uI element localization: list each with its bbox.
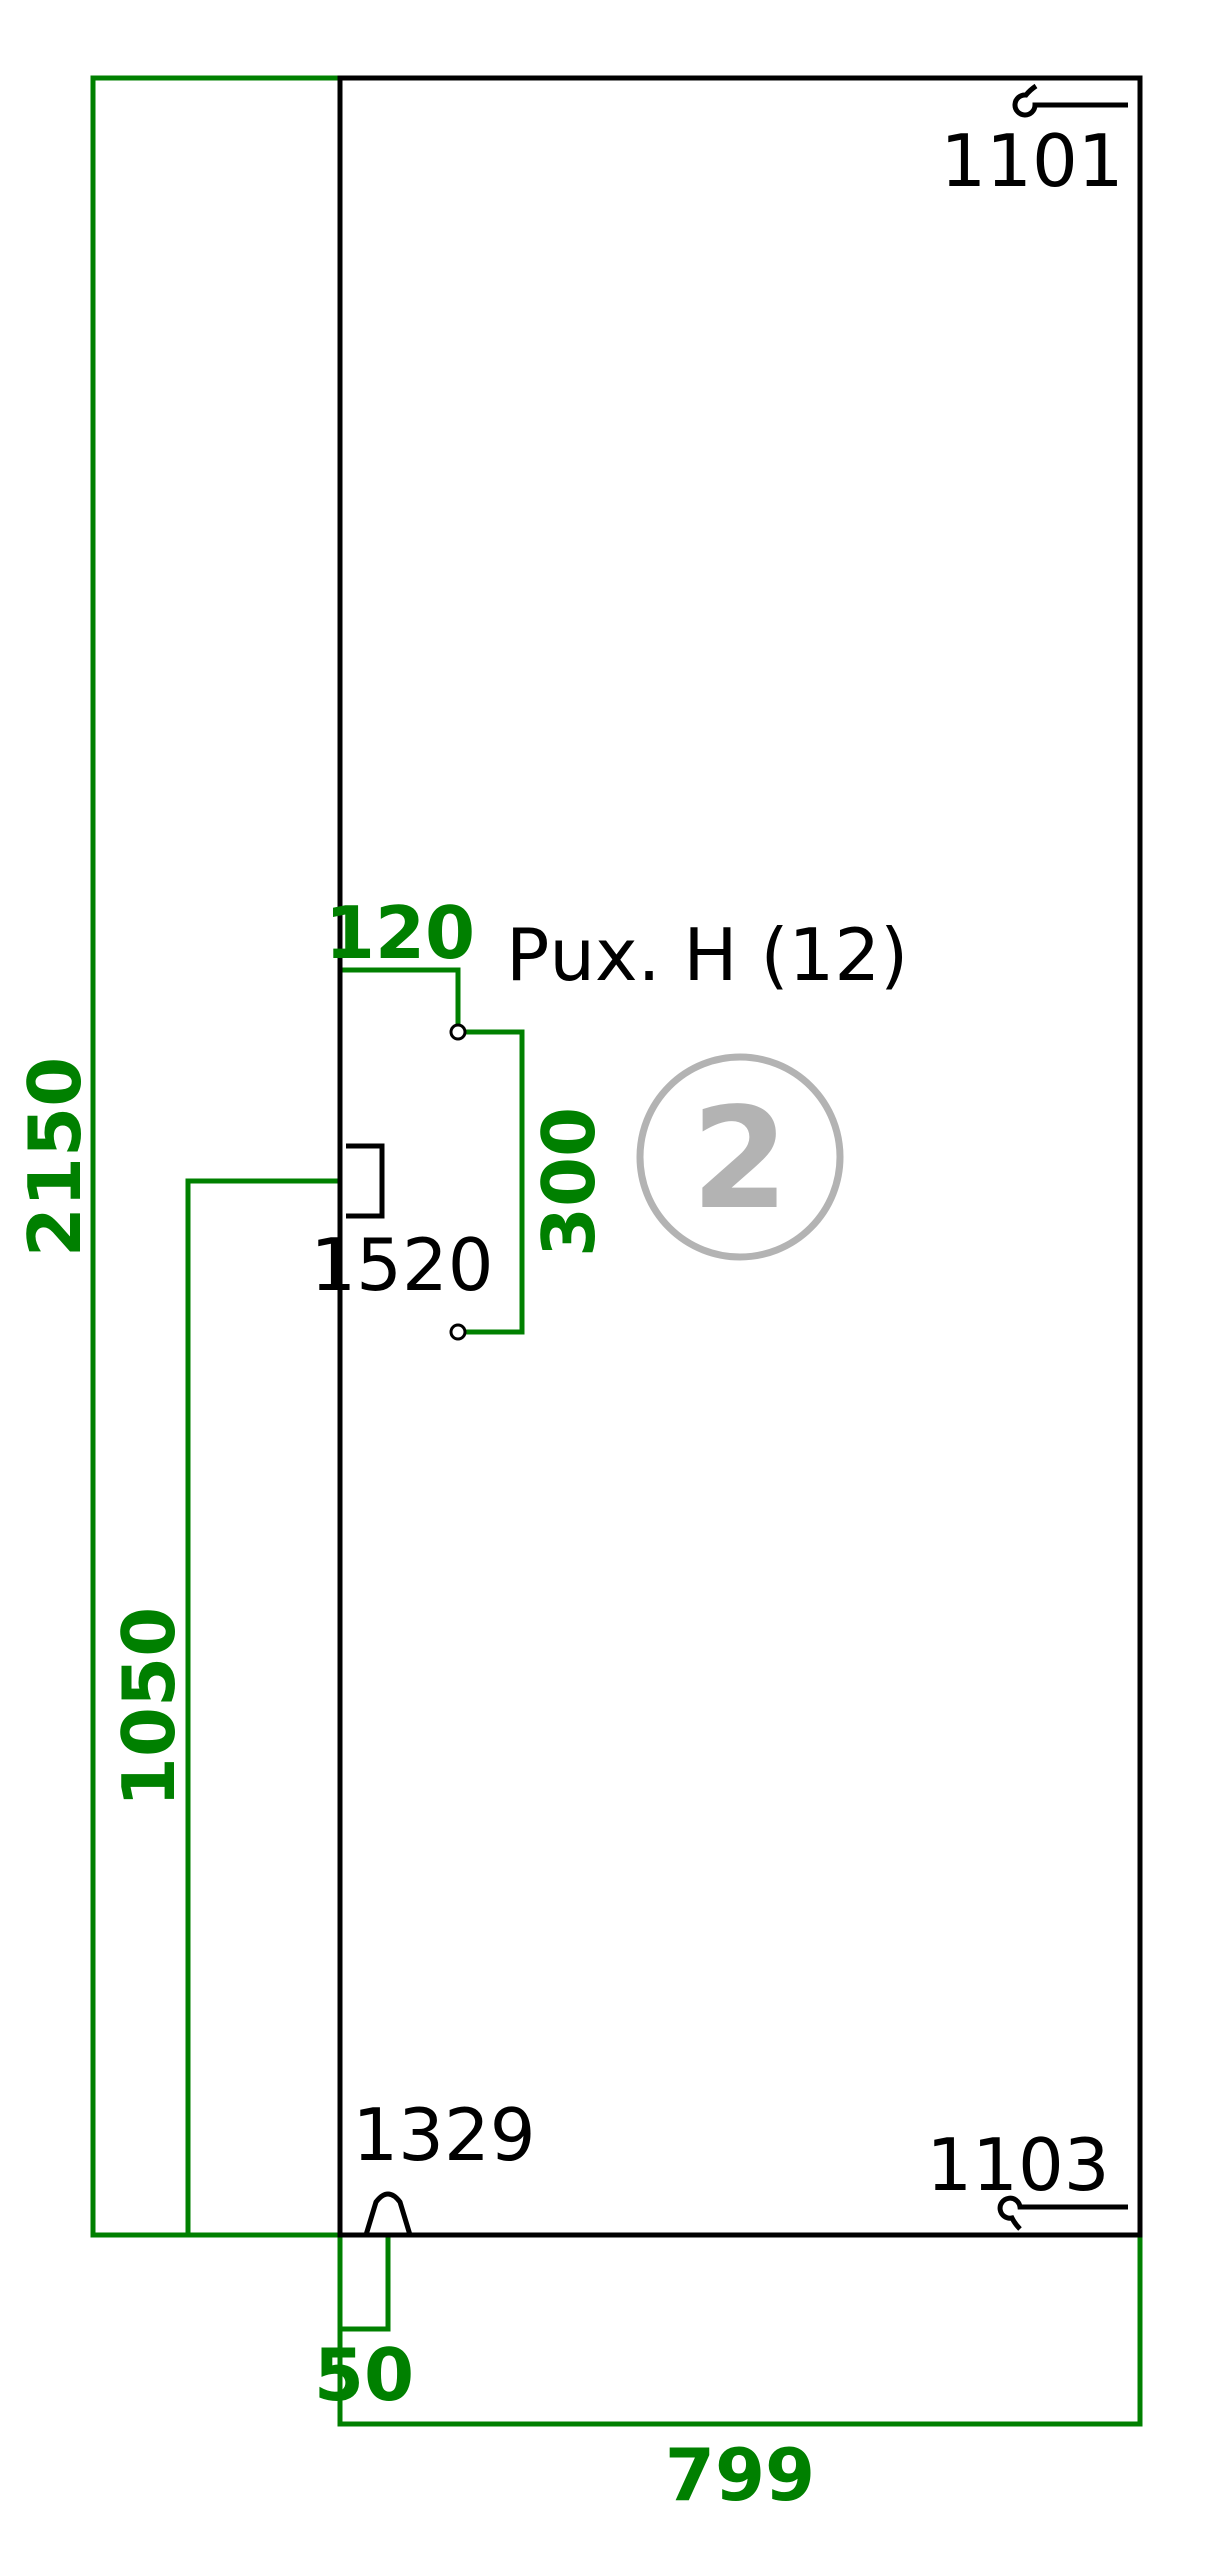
dim-handle-offset-label: 120 [325, 891, 475, 975]
handle-hole-bottom [449, 1323, 467, 1341]
dim-total-height-label: 2150 [13, 1057, 97, 1257]
lock-symbol [346, 1143, 385, 1219]
dim-hinge-offset-label: 50 [314, 2333, 414, 2417]
panel-number-badge [636, 1053, 844, 1261]
dim-handle-height-label: 1050 [107, 1607, 191, 1807]
handle-hole-top [449, 1023, 467, 1041]
bottom-fitting-label: 1329 [352, 2093, 535, 2177]
dim-handle-offset-line [337, 967, 461, 1032]
handle-label: Рux. H (12) [506, 913, 908, 997]
bottom-fitting-symbol [363, 2191, 413, 2236]
dim-hinge-offset-line [337, 2235, 391, 2332]
dim-width-label: 799 [665, 2433, 815, 2517]
dim-hole-spacing-label: 300 [527, 1107, 611, 1257]
top-hinge-symbol [1012, 83, 1128, 118]
dim-total-height-line [90, 75, 340, 2238]
bottom-hinge-symbol [997, 2195, 1128, 2231]
dim-width-line [337, 2235, 1143, 2427]
dim-handle-height-line [185, 1178, 340, 2235]
dim-hole-spacing-line [458, 1029, 525, 1335]
door-outline [337, 75, 1143, 2238]
top-hinge-label: 1101 [940, 119, 1123, 203]
dimension-lines [90, 75, 1143, 2427]
lock-label: 1520 [310, 1223, 493, 1307]
bottom-hinge-label: 1103 [926, 2123, 1109, 2207]
panel-number: 2 [691, 1078, 788, 1241]
